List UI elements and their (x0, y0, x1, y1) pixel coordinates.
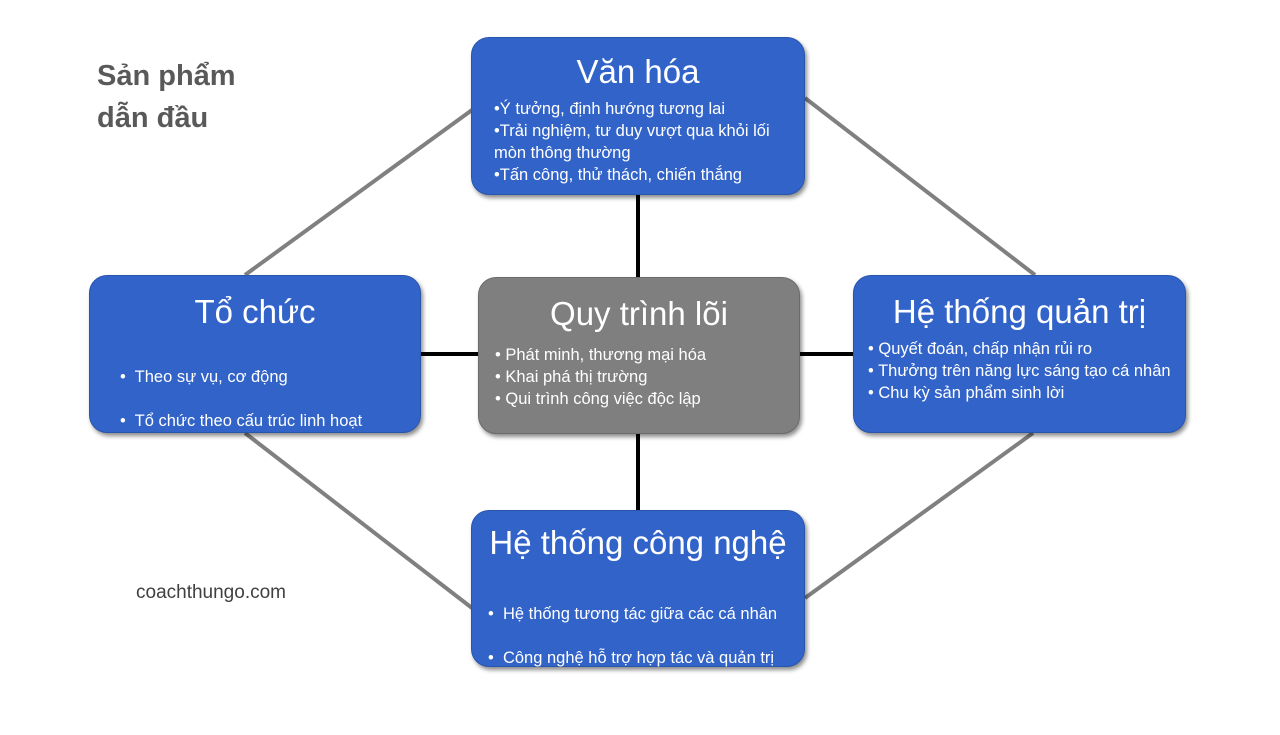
box-title: Quy trình lõi (550, 295, 728, 332)
technology-box: Hệ thống công nghệ • Hệ thống tương tác … (471, 510, 805, 711)
box-title: Tổ chức (194, 293, 316, 330)
connector-governance-technology (803, 431, 1035, 600)
list-item: • Công nghệ hỗ trợ hợp tác và quản trị (488, 649, 775, 667)
connectors (243, 96, 1037, 610)
page-heading: Sản phẩm dẫn đầu (97, 55, 297, 139)
connector-culture-governance (803, 96, 1037, 277)
connector-culture-organization (243, 108, 474, 277)
list-item: • Theo sự vụ, cơ động (120, 368, 288, 386)
organization-box: Tổ chức • Theo sự vụ, cơ động • Tổ chức … (89, 275, 421, 433)
list-item: •Ý tưởng, định hướng tương lai (494, 100, 725, 118)
governance-box: Hệ thống quản trị • Quyết đoán, chấp nhậ… (853, 275, 1186, 433)
connector-organization-technology (243, 431, 474, 610)
list-item: tài sản kiến thức chung (488, 693, 677, 711)
website-label: coachthungo.com (136, 582, 286, 603)
list-item: • Thưởng trên năng lực sáng tạo cá nhân (868, 362, 1171, 380)
heading-line-1: Sản phẩm (97, 60, 236, 92)
list-item: • Phát minh, thương mại hóa (495, 346, 707, 364)
list-item: • Hệ thống tương tác giữa các cá nhân (488, 605, 778, 623)
list-item: • Khai phá thị trường (495, 368, 648, 386)
list-item: • Quyết đoán, chấp nhận rủi ro (868, 340, 1093, 358)
list-item: • Qui trình công việc độc lập (495, 390, 701, 408)
box-title: Văn hóa (576, 53, 700, 90)
list-item: •Tấn công, thử thách, chiến thắng (494, 166, 742, 184)
list-item: • Chu kỳ sản phẩm sinh lời (868, 384, 1065, 402)
list-item: •Trải nghiệm, tư duy vượt qua khỏi lối m… (494, 122, 770, 162)
core-process-box: Quy trình lõi • Phát minh, thương mại hó… (478, 277, 800, 434)
box-title: Hệ thống công nghệ (489, 524, 787, 561)
heading-line-2: dẫn đầu (97, 102, 209, 134)
culture-box: Văn hóa •Ý tưởng, định hướng tương lai •… (471, 37, 805, 195)
box-title: Hệ thống quản trị (892, 293, 1147, 330)
list-item: • Tổ chức theo cấu trúc linh hoạt (120, 412, 363, 430)
